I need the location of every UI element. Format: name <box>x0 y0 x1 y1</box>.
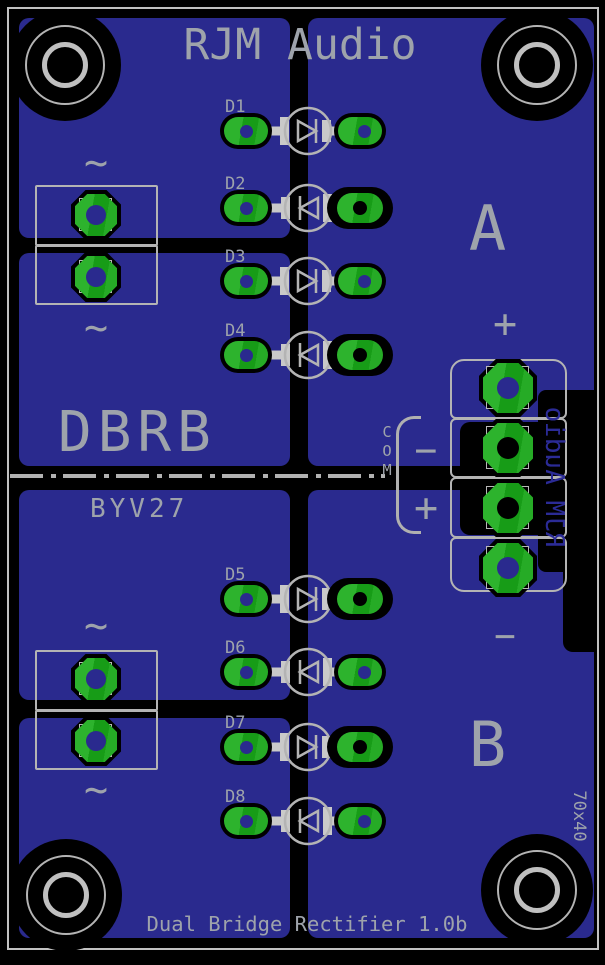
pad-hole <box>353 592 367 606</box>
diode-symbol <box>204 715 404 779</box>
diode-label: D7 <box>225 713 246 733</box>
pad-hole <box>239 201 253 215</box>
diode-label: D2 <box>225 174 246 194</box>
pad-hole <box>353 201 367 215</box>
section-a-label: A <box>468 192 507 265</box>
output-plus-label: + <box>492 301 518 347</box>
diode-symbol <box>204 176 404 240</box>
board-outline <box>7 7 599 950</box>
pad-hole <box>357 274 371 288</box>
pad-hole <box>239 274 253 288</box>
com-label: COM <box>378 423 396 480</box>
ac-input-b-connector-cell <box>35 710 158 770</box>
pad-hole <box>239 740 253 754</box>
pad-hole <box>86 267 106 287</box>
ac-symbol: ~ <box>83 140 109 186</box>
pad-hole <box>86 669 106 689</box>
diode-symbol <box>204 640 404 704</box>
diode-label: D8 <box>225 787 246 807</box>
diode-label: D6 <box>225 638 246 658</box>
ac-symbol: ~ <box>83 305 109 351</box>
pad-hole <box>239 124 253 138</box>
pad-hole <box>239 348 253 362</box>
board-title: RJM Audio <box>183 20 417 70</box>
isolation-region <box>563 570 594 652</box>
diode-symbol <box>204 99 404 163</box>
diode-label: D5 <box>225 565 246 585</box>
diode-outline <box>266 106 343 156</box>
diode-outline <box>266 647 343 697</box>
board-size-label: 70x40 <box>569 790 589 842</box>
com-plus-label: + <box>413 485 439 531</box>
output-minus-label: − <box>494 616 516 657</box>
pad-hole <box>497 557 519 579</box>
mounting-hole-outer-ring <box>25 25 105 105</box>
mounting-hole-outer-ring <box>497 850 577 930</box>
diode-symbol <box>204 567 404 631</box>
section-b-label: B <box>468 708 507 781</box>
diode-symbol <box>204 249 404 313</box>
diode-part-label: BYV27 <box>90 494 189 524</box>
pad-hole <box>353 348 367 362</box>
design-name-label: DBRB <box>58 400 217 465</box>
pad-hole <box>497 497 519 519</box>
mirrored-back-copper-label: RJM Audio <box>539 406 569 548</box>
pad-hole <box>497 377 519 399</box>
mounting-hole-outer-ring <box>26 855 106 935</box>
mounting-hole <box>43 872 89 918</box>
ac-input-a-connector-cell <box>35 245 158 305</box>
pad-hole <box>357 665 371 679</box>
pad-hole <box>86 731 106 751</box>
diode-symbol <box>204 789 404 853</box>
pad-hole <box>357 124 371 138</box>
pad-hole <box>353 740 367 754</box>
pad-hole <box>239 814 253 828</box>
mounting-hole <box>514 867 560 913</box>
center-divider-line <box>10 474 385 478</box>
pad-hole <box>239 592 253 606</box>
com-minus-label: − <box>414 428 438 472</box>
mounting-hole <box>42 42 88 88</box>
diode-symbol <box>204 323 404 387</box>
pad-hole <box>497 437 519 459</box>
bottom-title-label: Dual Bridge Rectifier 1.0b <box>146 912 468 936</box>
pad-hole <box>86 205 106 225</box>
pad-hole <box>357 814 371 828</box>
ac-symbol: ~ <box>83 767 109 813</box>
diode-label: D3 <box>225 247 246 267</box>
ac-symbol: ~ <box>83 603 109 649</box>
mounting-hole-outer-ring <box>497 25 577 105</box>
mounting-hole <box>514 42 560 88</box>
com-bracket <box>396 416 421 534</box>
pad-hole <box>239 665 253 679</box>
diode-label: D1 <box>225 97 246 117</box>
diode-label: D4 <box>225 321 246 341</box>
